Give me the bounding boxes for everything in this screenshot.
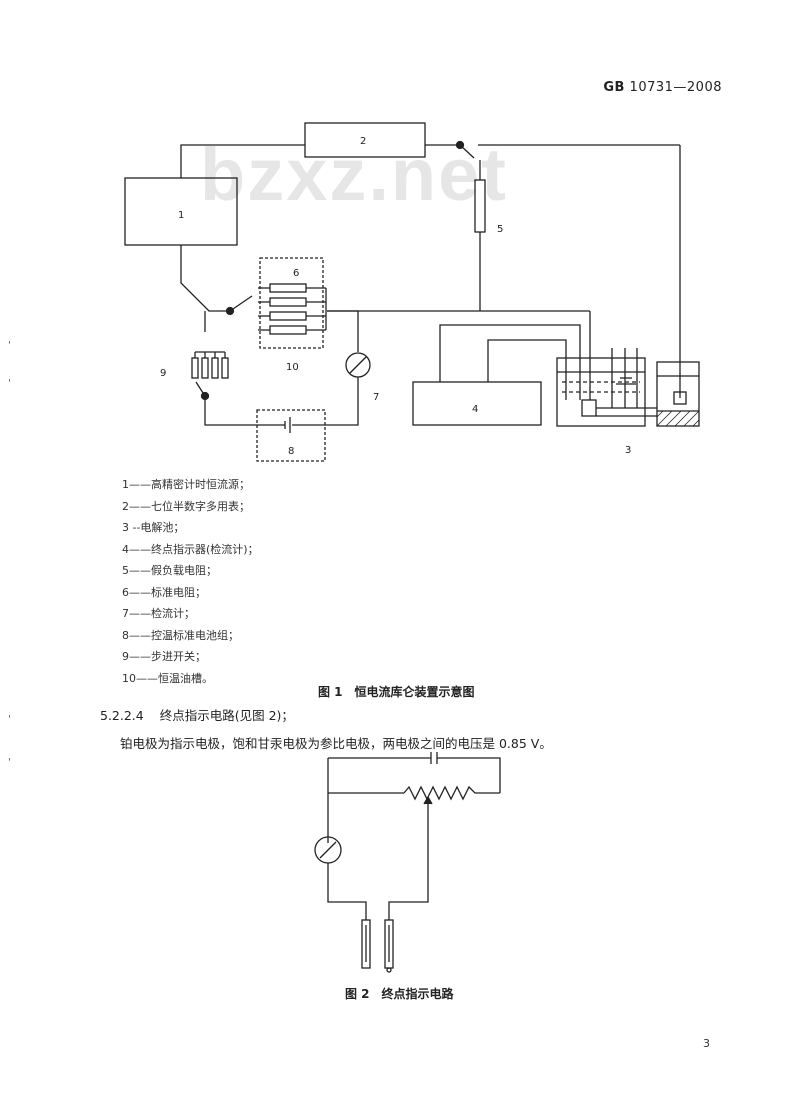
legend-item: 9——步进开关； [122,650,206,663]
standard-header: GB 10731—2008 [603,80,722,95]
figure1-diagram [124,122,700,462]
standard-number: 10731—2008 [629,80,722,95]
fig1-label-10: 10 [286,362,299,373]
figure2-diagram [314,752,501,973]
wire-battery-left [204,396,285,426]
fig1-label-9: 9 [160,368,167,379]
legend-item: 2——七位半数字多用表； [122,499,250,513]
step-switch-9 [191,311,229,401]
section-heading: 5.2.2.4 终点指示电路(见图 2)； [100,705,294,724]
resistor-5-dummy-load [474,179,486,233]
fig1-label-6: 6 [293,268,300,279]
figure1-caption: 图 1 恒电流库仑装置示意图 [318,685,475,699]
legend-item: 5——假负载电阻； [122,564,217,577]
legend-item: 6——标准电阻； [122,585,206,599]
legend-item: 4——终点指示器(检流计)； [122,542,259,556]
legend-item: 10——恒温油槽。 [122,671,213,685]
wire-to-indicator-4a [439,324,581,400]
fig2-wire-left-down [327,863,367,920]
margin-mark: ' [8,340,11,351]
wire-top-left [180,144,305,178]
wire-from-galvanometer-7 [326,377,359,426]
battery-box-8 [256,409,326,462]
electrolytic-cell-3 [556,348,700,427]
legend-item: 3 --电解池； [122,521,185,534]
switch-arm-left [229,295,253,312]
section-title: 终点指示电路(见图 2)； [159,708,294,723]
margin-mark: ' [8,714,11,725]
legend-item: 8——控温标准电池组； [122,628,239,642]
standard-prefix: GB [603,80,625,95]
fig2-rheostat [403,785,500,801]
wire-left-down [180,245,230,312]
fig1-label-1: 1 [178,210,185,221]
wire-to-galvanometer-7 [327,310,359,352]
box-2-digital-multimeter [304,122,426,158]
galvanometer-7-needle [349,356,367,374]
fig2-wiper-arrow [423,795,433,805]
fig1-label-5: 5 [497,224,504,235]
section-number: 5.2.2.4 [100,708,144,723]
fig1-label-8: 8 [288,446,295,457]
wire-to-indicator-4b [487,339,567,400]
standard-resistors-6 [258,283,327,335]
fig2-galvanometer-needle [319,841,337,859]
legend-item: 1——高精密计时恒流源； [122,478,250,491]
margin-mark: ' [8,378,11,389]
platinum-electrode [361,919,371,969]
box-4-endpoint-indicator [412,381,542,426]
legend-item: 7——检流计； [122,607,195,620]
fig1-label-3: 3 [625,445,632,456]
fig1-label-7: 7 [373,392,380,403]
figure2-caption: 图 2 终点指示电路 [345,987,454,1001]
oil-bath-10 [259,257,324,349]
margin-mark: ' [8,757,11,768]
figure1-legend: 1——高精密计时恒流源； 2——七位半数字多用表； 3 --电解池； 4——终点… [122,474,259,689]
body-paragraph: 铂电极为指示电极，饱和甘汞电极为参比电极，两电极之间的电压是 0.85 V。 [120,736,552,751]
fig1-label-2: 2 [360,136,367,147]
fig2-top-right [437,757,501,793]
fig1-label-4: 4 [472,404,479,415]
page-number: 3 [703,1037,710,1050]
switch-arm-top [459,144,475,159]
fig2-wire-right-down [388,816,429,920]
